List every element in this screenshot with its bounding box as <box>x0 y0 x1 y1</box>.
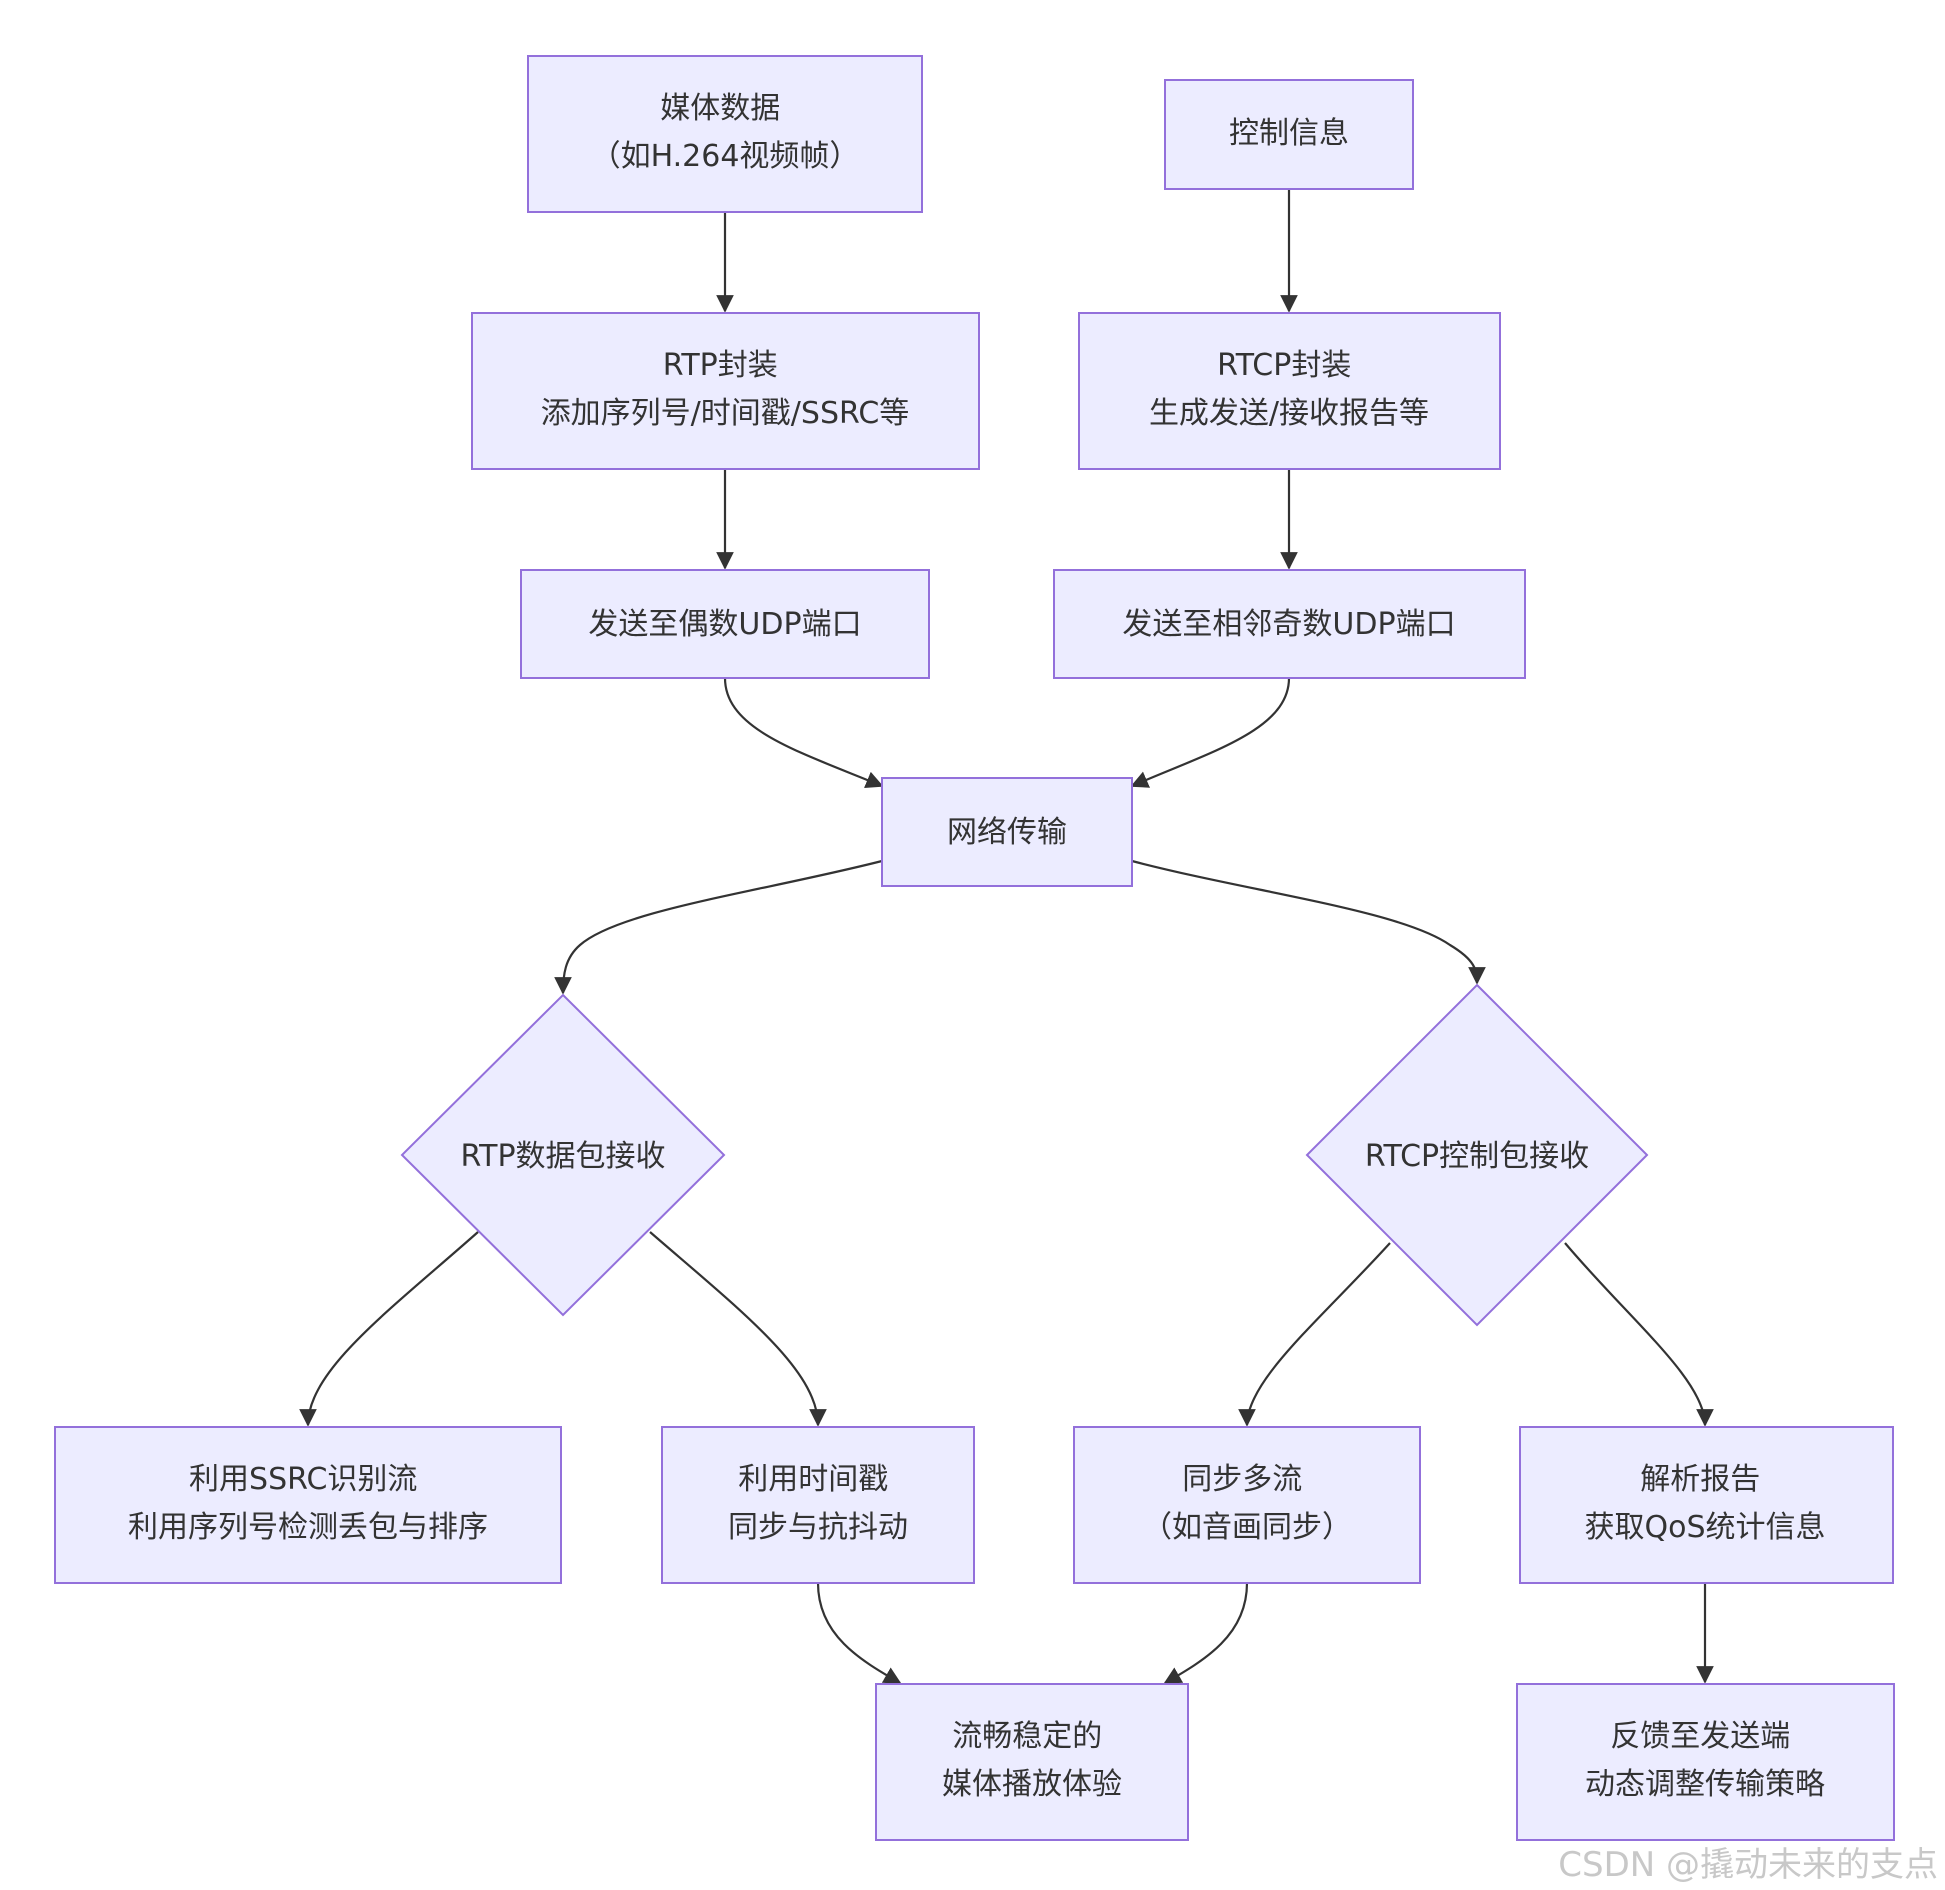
node-smooth-playback-line1: 流畅稳定的 <box>952 1719 1102 1754</box>
node-parse-report-line2: 获取QoS统计信息 <box>1584 1510 1825 1545</box>
edge-even-port-to-network <box>723 677 884 789</box>
node-feedback-sender: 反馈至发送端 动态调整传输策略 <box>1516 1683 1895 1841</box>
node-media-data-line1: 媒体数据 <box>660 91 780 126</box>
edges <box>299 189 1714 1684</box>
node-ssrc-identify-line2: 利用序列号检测丢包与排序 <box>128 1510 488 1545</box>
node-control-info-line1: 控制信息 <box>1229 116 1349 151</box>
node-smooth-playback: 流畅稳定的 媒体播放体验 <box>875 1683 1189 1841</box>
edge-rtcp-receive-to-multistream <box>1238 1242 1391 1427</box>
svg-text:发送至偶数UDP端口: 发送至偶数UDP端口 <box>588 607 861 642</box>
node-rtcp-receive-line1: RTCP控制包接收 <box>1365 1139 1589 1174</box>
svg-text:媒体数据 （如H.264视频帧）: 媒体数据 （如H.264视频帧） <box>591 91 860 174</box>
svg-text:RTCP控制包接收: RTCP控制包接收 <box>1365 1139 1589 1174</box>
edge-rtp-receive-to-ssrc <box>299 1231 479 1427</box>
node-rtp-encapsulation-line1: RTP封装 <box>663 348 778 383</box>
node-rtp-receive-line1: RTP数据包接收 <box>460 1139 665 1174</box>
edge-network-to-rtcp-receive <box>1131 859 1486 985</box>
edge-timestamp-to-playback <box>816 1582 902 1684</box>
node-timestamp-sync-line2: 同步与抗抖动 <box>728 1510 908 1545</box>
svg-text:RTP封装 添加序列号/时间戳/SSRC等: RTP封装 添加序列号/时间戳/SSRC等 <box>541 348 910 431</box>
edge-rtcp-receive-to-parse-report <box>1564 1242 1714 1427</box>
node-timestamp-sync: 利用时间戳 同步与抗抖动 <box>661 1426 975 1584</box>
node-ssrc-identify: 利用SSRC识别流 利用序列号检测丢包与排序 <box>54 1426 562 1584</box>
edge-multistream-to-playback <box>1163 1582 1249 1684</box>
node-send-even-port: 发送至偶数UDP端口 <box>520 569 930 679</box>
svg-text:控制信息: 控制信息 <box>1229 116 1349 151</box>
node-send-even-port-line1: 发送至偶数UDP端口 <box>588 607 861 642</box>
node-rtcp-encapsulation-line1: RTCP封装 <box>1217 348 1351 383</box>
node-multistream-sync: 同步多流 （如音画同步） <box>1073 1426 1421 1584</box>
svg-text:利用时间戳 同步与抗抖动: 利用时间戳 同步与抗抖动 <box>728 1462 908 1545</box>
node-ssrc-identify-line1: 利用SSRC识别流 <box>189 1462 417 1497</box>
node-parse-report-line1: 解析报告 <box>1640 1462 1760 1497</box>
node-feedback-sender-line2: 动态调整传输策略 <box>1585 1767 1825 1802</box>
svg-text:同步多流 （如音画同步）: 同步多流 （如音画同步） <box>1142 1462 1352 1545</box>
svg-text:利用SSRC识别流 利用序列号检测丢包与排序: 利用SSRC识别流 利用序列号检测丢包与排序 <box>128 1462 488 1545</box>
node-multistream-sync-line2: （如音画同步） <box>1142 1510 1352 1545</box>
node-rtp-receive-decision: RTP数据包接收 <box>400 993 726 1317</box>
svg-text:网络传输: 网络传输 <box>947 815 1067 850</box>
node-multistream-sync-line1: 同步多流 <box>1182 1462 1302 1497</box>
node-feedback-sender-line1: 反馈至发送端 <box>1610 1719 1790 1754</box>
node-media-data-line2: （如H.264视频帧） <box>591 139 860 174</box>
node-smooth-playback-line2: 媒体播放体验 <box>942 1767 1122 1802</box>
node-control-info: 控制信息 <box>1164 79 1414 190</box>
svg-text:流畅稳定的 媒体播放体验: 流畅稳定的 媒体播放体验 <box>942 1719 1122 1802</box>
node-rtp-encapsulation: RTP封装 添加序列号/时间戳/SSRC等 <box>471 312 980 470</box>
node-send-odd-port: 发送至相邻奇数UDP端口 <box>1053 569 1526 679</box>
edge-network-to-rtp-receive <box>554 859 883 995</box>
edge-rtp-receive-to-timestamp <box>649 1231 827 1427</box>
node-send-odd-port-line1: 发送至相邻奇数UDP端口 <box>1122 607 1455 642</box>
svg-text:发送至相邻奇数UDP端口: 发送至相邻奇数UDP端口 <box>1122 607 1455 642</box>
node-rtp-encapsulation-line2: 添加序列号/时间戳/SSRC等 <box>541 396 910 431</box>
node-media-data: 媒体数据 （如H.264视频帧） <box>527 55 923 213</box>
node-rtcp-receive-decision: RTCP控制包接收 <box>1305 983 1649 1327</box>
nodes: 媒体数据 （如H.264视频帧） 控制信息 RTP封装 添加序列号/时间戳/SS… <box>54 55 1895 1841</box>
node-parse-report: 解析报告 获取QoS统计信息 <box>1519 1426 1894 1584</box>
node-timestamp-sync-line1: 利用时间戳 <box>738 1462 888 1497</box>
node-rtcp-encapsulation: RTCP封装 生成发送/接收报告等 <box>1078 312 1501 470</box>
svg-text:反馈至发送端 动态调整传输策略: 反馈至发送端 动态调整传输策略 <box>1585 1719 1825 1802</box>
node-rtcp-encapsulation-line2: 生成发送/接收报告等 <box>1149 396 1429 431</box>
watermark: CSDN @撬动未来的支点 <box>1558 1845 1938 1885</box>
svg-text:RTP数据包接收: RTP数据包接收 <box>460 1139 665 1174</box>
svg-text:RTCP封装 生成发送/接收报告等: RTCP封装 生成发送/接收报告等 <box>1149 348 1429 431</box>
node-network-transmission: 网络传输 <box>881 777 1133 887</box>
svg-text:解析报告 获取QoS统计信息: 解析报告 获取QoS统计信息 <box>1584 1462 1825 1545</box>
edge-odd-port-to-network <box>1130 677 1291 788</box>
node-network-transmission-line1: 网络传输 <box>947 815 1067 850</box>
